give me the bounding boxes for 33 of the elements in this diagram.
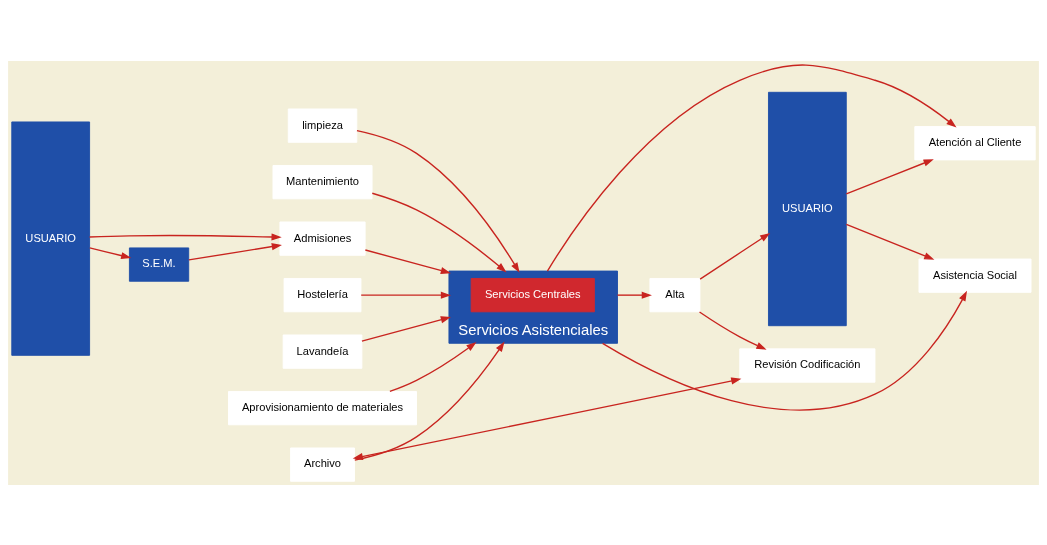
arrow — [845, 223, 935, 260]
node-box: Revisión Codificación — [739, 347, 876, 383]
arrow — [601, 290, 968, 411]
node-box: Admisiones — [279, 221, 366, 256]
arrow — [699, 232, 771, 280]
node-box: Archivo — [290, 447, 355, 482]
arrow — [360, 291, 452, 299]
node-box: Lavandeía — [282, 334, 363, 369]
arrow — [89, 246, 132, 259]
arrow — [845, 158, 934, 195]
node-box: Mantenimiento — [272, 164, 373, 199]
arrow — [188, 242, 282, 261]
arrow — [698, 310, 767, 350]
arrow — [389, 341, 477, 392]
node-box: Hostelería — [283, 277, 362, 312]
arrow — [88, 232, 282, 241]
arrow — [354, 341, 505, 461]
node-box: Servicios Centrales — [470, 277, 595, 312]
arrow — [371, 192, 507, 272]
node-box: USUARIO — [768, 91, 847, 326]
node-box: S.E.M. — [128, 246, 190, 282]
arrow — [356, 129, 520, 273]
arrow — [361, 315, 451, 342]
node-box: Asistencia Social — [918, 258, 1032, 293]
arrow — [546, 63, 957, 272]
arrow — [616, 291, 652, 299]
node-box: Alta — [649, 277, 701, 312]
node-box: Aprovisionamiento de materiales — [228, 390, 417, 425]
node-box: Atención al Cliente — [914, 125, 1036, 160]
node-box: limpieza — [287, 108, 358, 143]
arrow — [364, 248, 451, 274]
arrow — [352, 376, 742, 460]
node-box: USUARIO — [11, 120, 91, 356]
